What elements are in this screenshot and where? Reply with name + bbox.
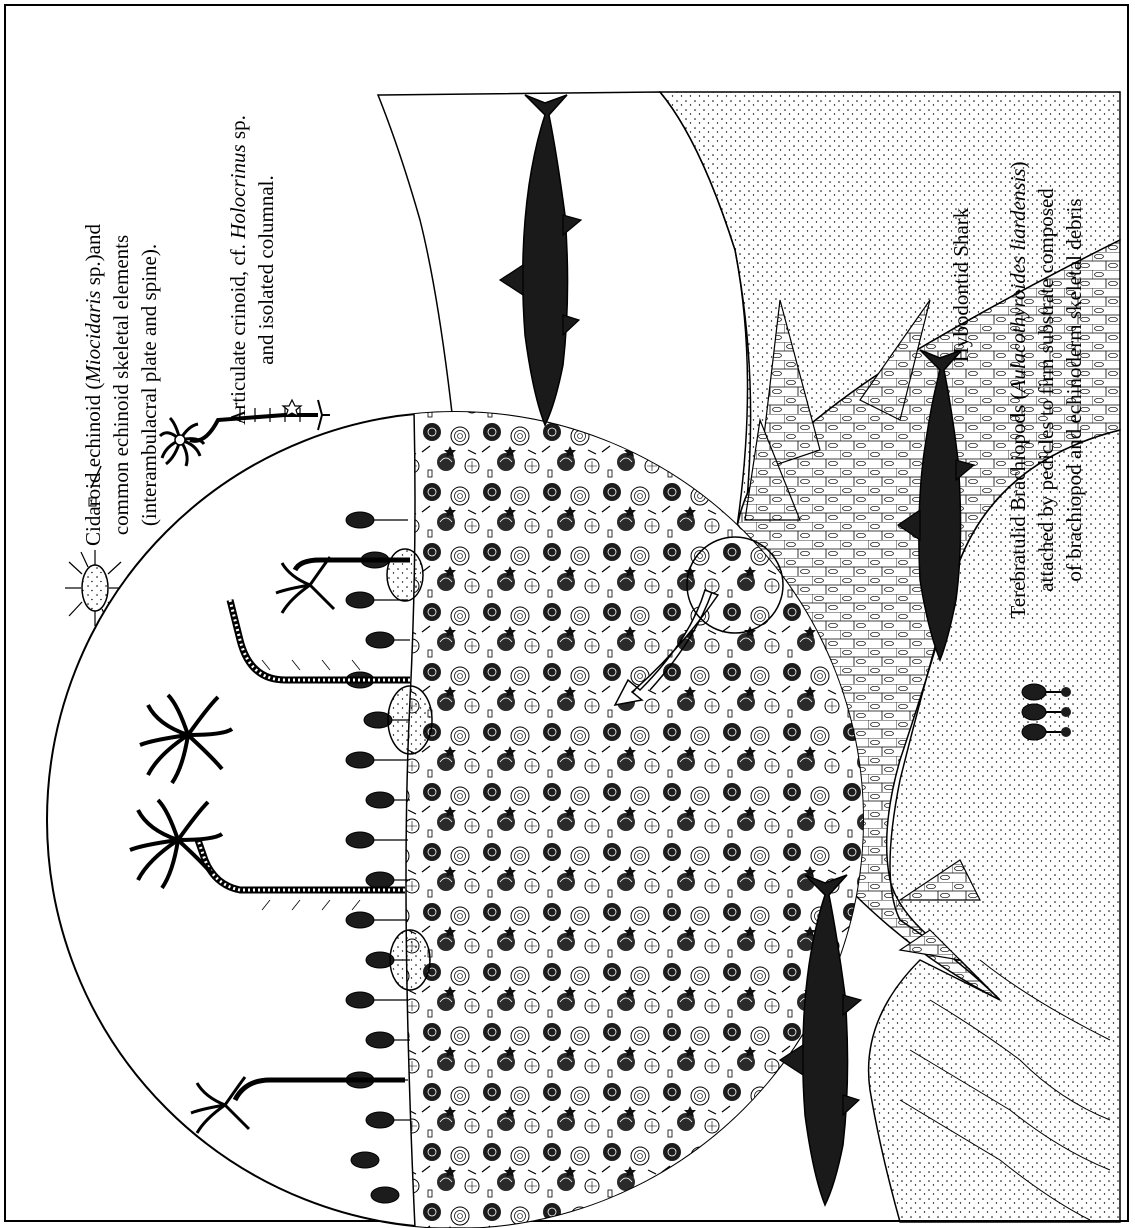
shark-label: Hybodontid Shark	[949, 207, 973, 362]
echinoid-label-line3: (interambulacral plate and spine).	[137, 244, 161, 526]
echinoid-label-line2: common echinoid skeletal elements	[109, 235, 133, 535]
brachiopod-label-line1: Terebratulid Brachiopods (Aulacothyroide…	[1006, 161, 1030, 618]
brachiopod-label-line3: of brachiopod and echinoderm skeletal de…	[1062, 198, 1086, 581]
echinoid-label-line1: Cidaroid echinoid (Miocidaris sp.)and	[81, 224, 105, 546]
crinoid-label-line1: Articulate crinoid, cf. Holocrinus sp.	[226, 115, 250, 425]
brachiopod-label-line2: attached by pedicles to firm substrate c…	[1034, 188, 1058, 592]
crinoid-label-line2: and isolated columnal.	[254, 175, 278, 365]
brachiopod-cluster-icon	[1022, 684, 1071, 740]
